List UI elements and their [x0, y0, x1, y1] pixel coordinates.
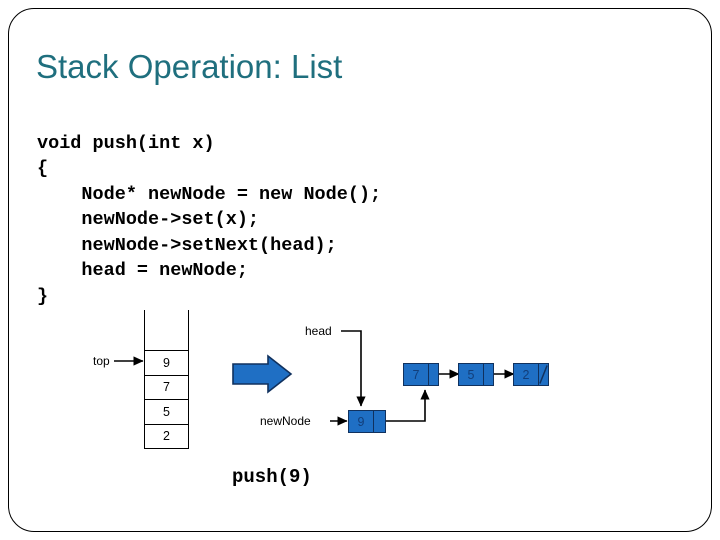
newnode-next-connector: [386, 389, 430, 422]
node-value: 2: [514, 364, 539, 385]
stack-top-label: top: [93, 354, 110, 368]
node-value: 7: [404, 364, 429, 385]
node-next-pointer: [429, 364, 438, 385]
newnode-label: newNode: [260, 414, 311, 428]
node-next-pointer: [484, 364, 493, 385]
list-node: 5: [458, 363, 494, 386]
stack-cell-empty: [145, 310, 188, 350]
stack-table: 9 7 5 2: [144, 310, 189, 449]
stack-cell: 7: [145, 374, 188, 400]
null-slash-icon: [539, 365, 548, 384]
node-null-pointer: [539, 364, 548, 385]
list-node-new: 9: [348, 410, 386, 433]
head-label: head: [305, 324, 332, 338]
stack-cell: 2: [145, 423, 188, 449]
node-value: 9: [349, 411, 374, 432]
stack-cell: 9: [145, 350, 188, 375]
head-pointer-connector: [341, 330, 366, 407]
stack-cell: 5: [145, 399, 188, 424]
node-next-pointer: [374, 411, 385, 432]
diagram-caption: push(9): [232, 466, 312, 488]
page-title: Stack Operation: List: [36, 48, 343, 85]
block-arrow-right-icon: [232, 354, 293, 394]
node-value: 5: [459, 364, 484, 385]
list-node-tail: 2: [513, 363, 549, 386]
list-node: 7: [403, 363, 439, 386]
code-block: void push(int x) { Node* newNode = new N…: [37, 132, 382, 307]
